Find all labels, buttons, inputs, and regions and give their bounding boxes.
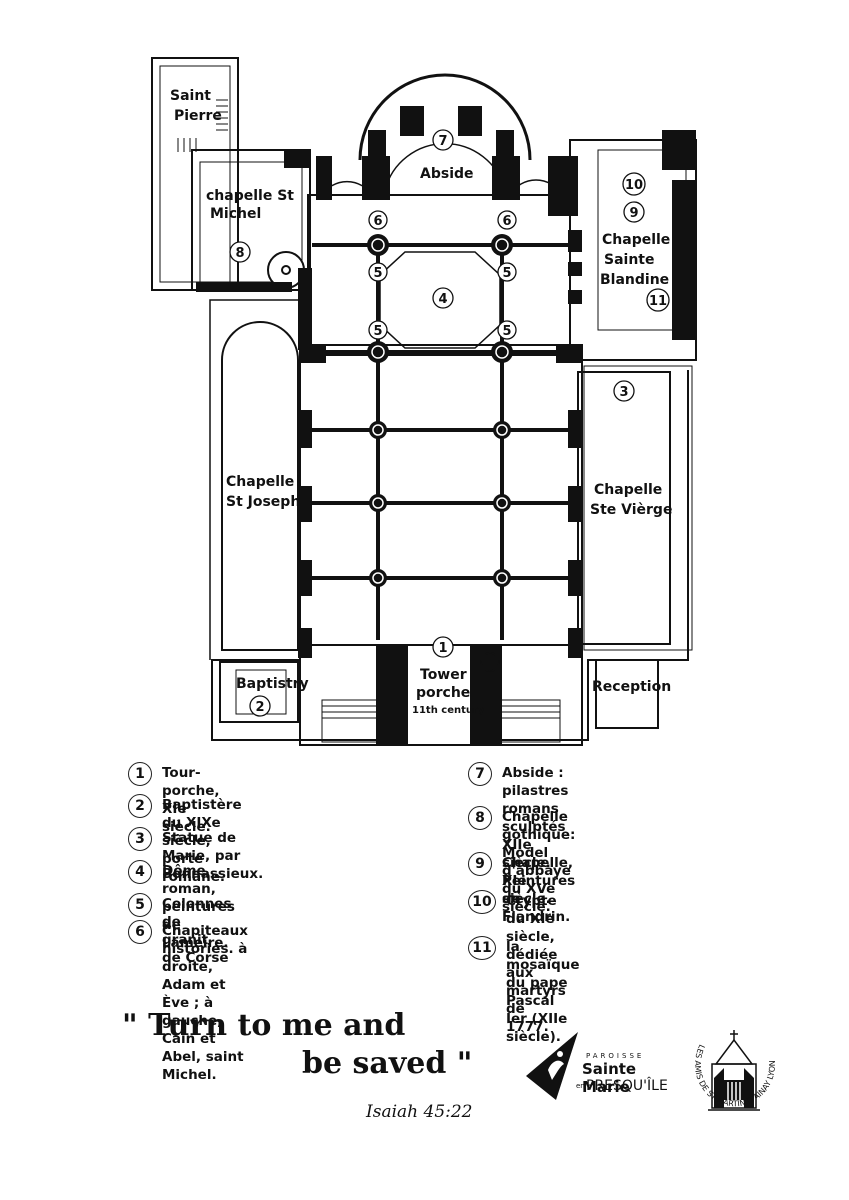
quote-line-1: " Turn to me and	[122, 1008, 406, 1043]
legend-text: Dôme roman, peintures de Lameire.	[162, 863, 235, 951]
label-reception: Reception	[592, 679, 671, 695]
legend-text: Crypte du XIe siècle, dédiée aux martyrs…	[506, 893, 566, 1035]
parish-logo-small: en	[576, 1082, 585, 1090]
marker-6-left: 6	[373, 214, 382, 229]
quote-reference: Isaiah 45:22	[366, 1102, 473, 1122]
legend-number: 7	[468, 762, 492, 786]
legend-text: Statue de Marie, par Bonnassieux.	[162, 830, 264, 882]
legend-item-10: 10 Crypte du XIe siècle, dédiée aux mart…	[468, 890, 566, 1036]
marker-5-c: 5	[373, 324, 382, 339]
label-joseph-1: Chapelle	[226, 474, 294, 490]
legend-number: 1	[128, 762, 152, 786]
legend-number: 4	[128, 860, 152, 884]
legend-number: 10	[468, 890, 496, 914]
label-vierge-1: Chapelle	[594, 482, 662, 498]
amis-logo: LES AMIS DE ST MARTIN D'AINAY LYON	[690, 1028, 790, 1118]
legend-item-3: 3 Statue de Marie, par Bonnassieux.	[128, 827, 264, 883]
tower-staircase	[480, 652, 500, 672]
wall-masses	[196, 106, 696, 745]
label-saint-pierre-2: Pierre	[174, 108, 222, 124]
marker-4: 4	[438, 292, 447, 307]
legend-number: 3	[128, 827, 152, 851]
label-joseph-2: St Joseph	[226, 494, 300, 510]
marker-3: 3	[619, 385, 628, 400]
label-blandine-1: Chapelle	[602, 232, 670, 248]
parish-logo-name: Sainte Marie	[582, 1060, 637, 1096]
parish-logo-icon	[526, 1032, 578, 1100]
choir-area	[307, 194, 571, 356]
legend-item-1: 1 Tour-porche, XIe siècle.	[128, 762, 220, 836]
legend-item-9: 9 Chapelle, XIe siècle.	[468, 852, 573, 908]
legend-item-11: 11 la mosaïque du pape Pascal Ier (XIIe …	[468, 936, 580, 1046]
legend-item-2: 2 Baptistère du XIXe siècle, porte roman…	[128, 794, 242, 886]
label-tower-2: porche	[416, 685, 470, 701]
marker-5-d: 5	[502, 324, 511, 339]
legend-number: 5	[128, 893, 152, 917]
legend-text: la mosaïque du pape Pascal Ier (XIIe siè…	[506, 939, 580, 1045]
label-blandine-2: Sainte	[604, 252, 654, 268]
legend-number: 8	[468, 806, 492, 830]
label-saint-pierre-1: Saint	[170, 88, 211, 104]
label-blandine-3: Blandine	[600, 272, 669, 288]
basilica-icon: LES AMIS DE ST MARTIN D'AINAY LYON	[693, 1030, 777, 1111]
legend-item-5: 5 Colonnes de granit de Corse	[128, 893, 232, 967]
nave	[299, 344, 583, 646]
legend-item-8: 8 Chapelle gothique: Model d'abbaye du X…	[468, 806, 576, 916]
label-abside: Abside	[420, 166, 474, 182]
legend-number: 11	[468, 936, 496, 960]
label-tower-1: Tower	[420, 667, 467, 683]
marker-5-b: 5	[502, 266, 511, 281]
label-chapelle-michel-2: Michel	[210, 206, 261, 222]
chapelle-st-joseph-room	[221, 321, 299, 651]
legend-text: Abside : pilastres romans sculptés XIIe …	[502, 765, 576, 925]
quote-line-2: be saved "	[302, 1046, 473, 1081]
marker-1: 1	[438, 641, 447, 656]
legend-item-6: 6 Chapiteaux historiés. à droite, Adam e…	[128, 920, 248, 1084]
columns	[367, 234, 513, 587]
marker-10: 10	[625, 178, 643, 193]
label-chapelle-michel-1: chapelle St	[206, 188, 294, 204]
parish-logo-place: PRESQU'ÎLE	[586, 1078, 668, 1094]
legend-text: Tour-porche, XIe siècle.	[162, 765, 220, 835]
legend-text: Colonnes de granit de Corse	[162, 896, 232, 966]
legend-text: Chapelle, XIe siècle.	[502, 855, 573, 907]
legend-text: Baptistère du XIXe siècle, porte romane.	[162, 797, 242, 885]
marker-8: 8	[235, 246, 244, 261]
marker-5-a: 5	[373, 266, 382, 281]
legend-number: 6	[128, 920, 152, 944]
legend-item-7: 7 Abside : pilastres romans sculptés XII…	[468, 762, 576, 926]
legend-number: 9	[468, 852, 492, 876]
baptistry-room	[219, 661, 299, 723]
marker-2: 2	[255, 700, 264, 715]
marker-6-right: 6	[502, 214, 511, 229]
label-tower-3: 11th century	[412, 705, 485, 716]
label-vierge-2: Ste Vièrge	[590, 502, 672, 518]
legend-number: 2	[128, 794, 152, 818]
marker-9: 9	[629, 206, 638, 221]
parish-logo-top: PAROISSE	[586, 1052, 645, 1060]
marker-11: 11	[649, 294, 667, 309]
legend-text: Chapelle gothique: Model d'abbaye du XVe…	[502, 809, 576, 915]
marker-7: 7	[438, 134, 447, 149]
church-floor-plan: Saint Pierre chapelle St Michel Abside C…	[151, 57, 697, 746]
parish-logo: PAROISSE Sainte Marie en PRESQU'ÎLE	[526, 1030, 668, 1102]
legend-text: Chapiteaux historiés. à droite, Adam et …	[162, 923, 248, 1083]
apse-wall	[358, 73, 532, 161]
legend-item-4: 4 Dôme roman, peintures de Lameire.	[128, 860, 235, 952]
dome-octagon	[379, 251, 501, 349]
label-baptistry: Baptistry	[236, 676, 309, 692]
